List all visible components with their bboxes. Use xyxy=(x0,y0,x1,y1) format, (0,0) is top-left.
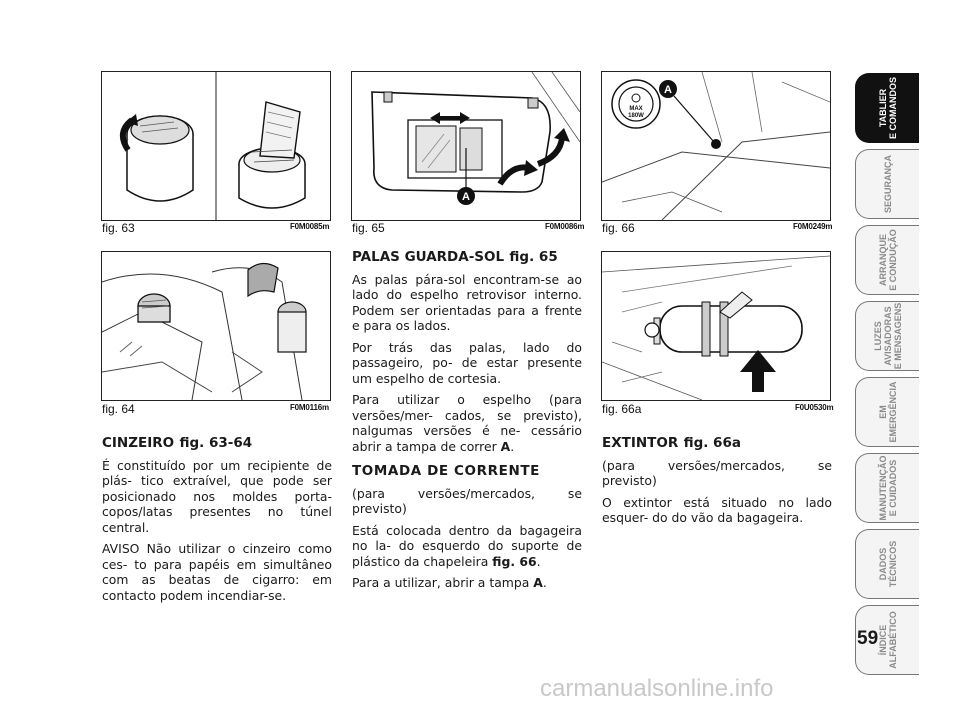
tab-indice-alfabetico[interactable]: ÍNDICE ALFABÉTICO xyxy=(855,605,919,675)
fig-63-caption: fig. 63 xyxy=(102,221,135,235)
extinguisher-p1: O extintor está situado no lado esquer- … xyxy=(602,494,832,526)
fig-64-caption: fig. 64 xyxy=(102,402,135,416)
tab-manutencao-cuidados[interactable]: MANUTENÇÃO E CUIDADOS xyxy=(855,453,919,523)
console-illustration xyxy=(102,262,307,400)
sun-visor-p1: As palas pára-sol encontram-se ao lado d… xyxy=(352,271,582,334)
sun-visor-heading: PALAS GUARDA-SOL fig. 65 xyxy=(352,249,558,265)
tab-dados-tecnicos[interactable]: DADOS TÉCNICOS xyxy=(855,529,919,599)
figure-66a-extinguisher xyxy=(601,251,831,401)
power-socket-illustration: MAX 180W A xyxy=(602,72,830,220)
sun-visor-p3: Para utilizar o espelho (para versões/me… xyxy=(352,392,582,454)
ashtray-illustration xyxy=(119,72,306,220)
ashtray-description: É constituído por um recipiente de plás-… xyxy=(102,457,332,535)
fig-64-code: F0M0116m xyxy=(290,403,329,412)
extinguisher-sub: (para versões/mercados, se previsto) xyxy=(602,457,832,489)
page-number: 59 xyxy=(857,628,879,649)
fig-65-caption: fig. 65 xyxy=(352,221,385,235)
sun-visor-p2: Por trás das palas, lado do passageiro, … xyxy=(352,339,582,386)
socket-label-max: MAX xyxy=(629,106,642,112)
ashtray-warning: AVISO Não utilizar o cinzeiro como ces- … xyxy=(102,541,332,603)
chapter-tabs: TABLIER E COMANDOS SEGURANÇA ARRANQUE E … xyxy=(855,73,921,681)
fig-66a-caption: fig. 66a xyxy=(602,402,642,416)
sun-visor-illustration: A xyxy=(371,72,580,205)
figure-66-power-socket: MAX 180W A xyxy=(601,71,831,221)
tab-tablier-comandos[interactable]: TABLIER E COMANDOS xyxy=(855,73,919,143)
power-socket-p1: Está colocada dentro da bagageira no la-… xyxy=(352,522,582,569)
tab-luzes-avisadoras[interactable]: LUZES AVISADORAS E MENSAGENS xyxy=(855,301,919,371)
tab-seguranca[interactable]: SEGURANÇA xyxy=(855,149,919,219)
fig-66a-code: F0U0530m xyxy=(795,403,834,412)
tab-arranque-conducao[interactable]: ARRANQUE E CONDUÇÃO xyxy=(855,225,919,295)
text-column-2: PALAS GUARDA-SOL fig. 65 As palas pára-s… xyxy=(352,249,582,597)
power-socket-heading: TOMADA DE CORRENTE xyxy=(352,463,540,479)
watermark: carmanualsonline.info xyxy=(540,675,774,702)
tab-em-emergencia[interactable]: EM EMERGÊNCIA xyxy=(855,377,919,447)
fig-63-code: F0M0085m xyxy=(290,222,330,231)
fig-65-callout: A xyxy=(462,191,470,203)
extinguisher-heading: EXTINTOR fig. 66a xyxy=(602,435,741,451)
text-column-3: EXTINTOR fig. 66a (para versões/mercados… xyxy=(602,435,832,532)
power-socket-sub: (para versões/mercados, se previsto) xyxy=(352,485,582,517)
extinguisher-illustration xyxy=(602,255,830,400)
figure-65-sun-visor: A xyxy=(351,71,581,221)
socket-label-watt: 180W xyxy=(628,113,644,119)
fig-66-code: F0M0249m xyxy=(793,222,833,231)
figure-64-ashtray-in-console xyxy=(101,251,331,401)
power-socket-p2: Para a utilizar, abrir a tampa A. xyxy=(352,575,547,590)
text-column-1: CINZEIRO fig. 63-64 É constituído por um… xyxy=(102,435,332,609)
fig-65-code: F0M0086m xyxy=(545,222,585,231)
figure-63-ashtray xyxy=(101,71,331,221)
ashtray-heading: CINZEIRO fig. 63-64 xyxy=(102,435,253,451)
fig-66-caption: fig. 66 xyxy=(602,221,635,235)
fig-66-callout: A xyxy=(664,84,672,96)
